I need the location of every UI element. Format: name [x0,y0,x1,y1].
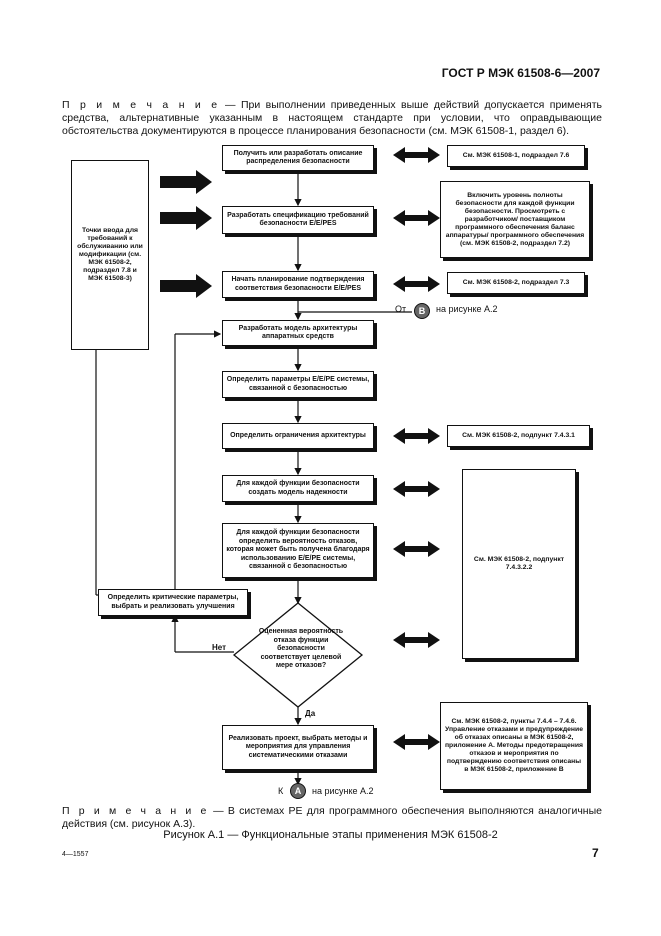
ref-box-1: См. МЭК 61508-1, подраздел 7.6 [447,145,585,167]
page-number: 7 [592,846,599,860]
step-9: Реализовать проект, выбрать методы и мер… [222,725,374,770]
note-top-text: — При выполнении приведенных выше действ… [62,99,602,137]
decision-diamond [232,602,364,708]
to-a-suffix: на рисунке А.2 [312,786,374,796]
ref-box-5: См. МЭК 61508-2, подпункт 7.4.3.2.2 [462,469,576,659]
connector-b: B [414,303,430,319]
ref-box-3: См. МЭК 61508-2, подраздел 7.3 [447,272,585,294]
step-4: Разработать модель архитектуры аппаратны… [222,320,374,346]
step-1: Получить или разработать описание распре… [222,145,374,171]
input-points-box: Точки ввода для требований к обслуживани… [71,160,149,350]
document-header: ГОСТ Р МЭК 61508-6—2007 [441,66,600,80]
from-b-suffix: на рисунке А.2 [436,304,498,314]
note-bottom-label: П р и м е ч а н и е [62,805,209,817]
footer-code: 4—1557 [62,851,89,858]
ref-box-4: См. МЭК 61508-2, подпункт 7.4.3.1 [447,425,590,447]
note-top-label: П р и м е ч а н и е [62,99,220,111]
note-bottom-text: — В системах РЕ для программного обеспеч… [62,805,602,830]
figure-caption: Рисунок А.1 — Функциональные этапы приме… [163,829,498,841]
step-5: Определить параметры Е/Е/РЕ системы, свя… [222,371,374,398]
ref-box-6: См. МЭК 61508-2, пункты 7.4.4 – 7.4.6. У… [440,702,588,790]
decision-text: Оцененная вероятность отказа функции без… [258,628,344,669]
note-top: П р и м е ч а н и е — При выполнении при… [62,99,602,138]
step-2: Разработать спецификацию требований безо… [222,206,374,234]
yes-label: Да [305,709,316,718]
improve-box: Определить критические параметры, выбрат… [98,589,248,616]
to-a-prefix: К [278,786,284,796]
step-8: Для каждой функции безопасности определи… [222,523,374,578]
from-b-prefix: От [395,304,407,314]
no-label: Нет [212,643,227,652]
connector-a: А [290,783,306,799]
note-bottom: П р и м е ч а н и е — В системах РЕ для … [62,805,602,831]
ref-box-2: Включить уровень полноты безопасности дл… [440,181,590,258]
step-6: Определить ограничения архитектуры [222,423,374,449]
step-7: Для каждой функции безопасности создать … [222,475,374,502]
step-3: Начать планирование подтверждения соотве… [222,271,374,298]
